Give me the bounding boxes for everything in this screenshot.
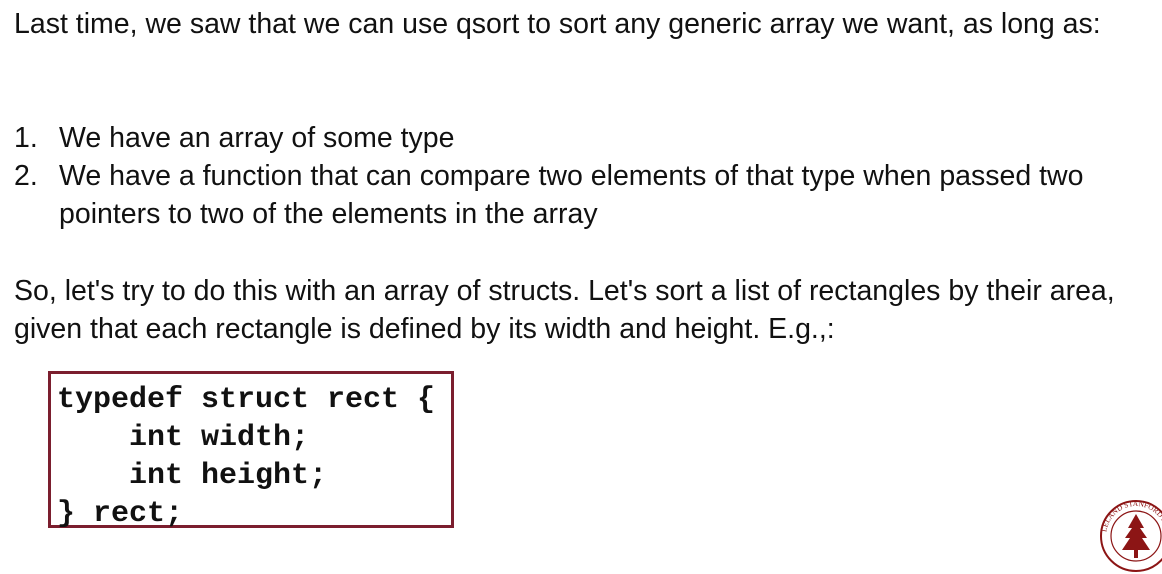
- code-line: int width;: [57, 421, 310, 455]
- list-item-text: We have a function that can compare two …: [59, 160, 1084, 230]
- intro-paragraph: Last time, we saw that we can use qsort …: [14, 8, 1101, 40]
- list-item-number: 2.: [14, 160, 38, 192]
- code-block: typedef struct rect { int width; int hei…: [48, 371, 454, 531]
- outro-paragraph: So, let's try to do this with an array o…: [14, 275, 1115, 345]
- list-item: 1. We have an array of some type: [14, 119, 1154, 157]
- code-line: typedef struct rect {: [57, 383, 436, 417]
- list-item-text: We have an array of some type: [59, 122, 455, 154]
- code-line: int height;: [57, 459, 328, 493]
- slide: Last time, we saw that we can use qsort …: [14, 8, 1162, 572]
- requirements-list: 1. We have an array of some type 2. We h…: [14, 119, 1154, 233]
- list-item: 2. We have a function that can compare t…: [14, 157, 1154, 233]
- code-line: } rect;: [57, 497, 184, 531]
- list-item-number: 1.: [14, 122, 38, 154]
- stanford-seal-icon: LELAND STANFORD JUNIOR: [1098, 498, 1162, 572]
- code-text: typedef struct rect { int width; int hei…: [57, 381, 435, 533]
